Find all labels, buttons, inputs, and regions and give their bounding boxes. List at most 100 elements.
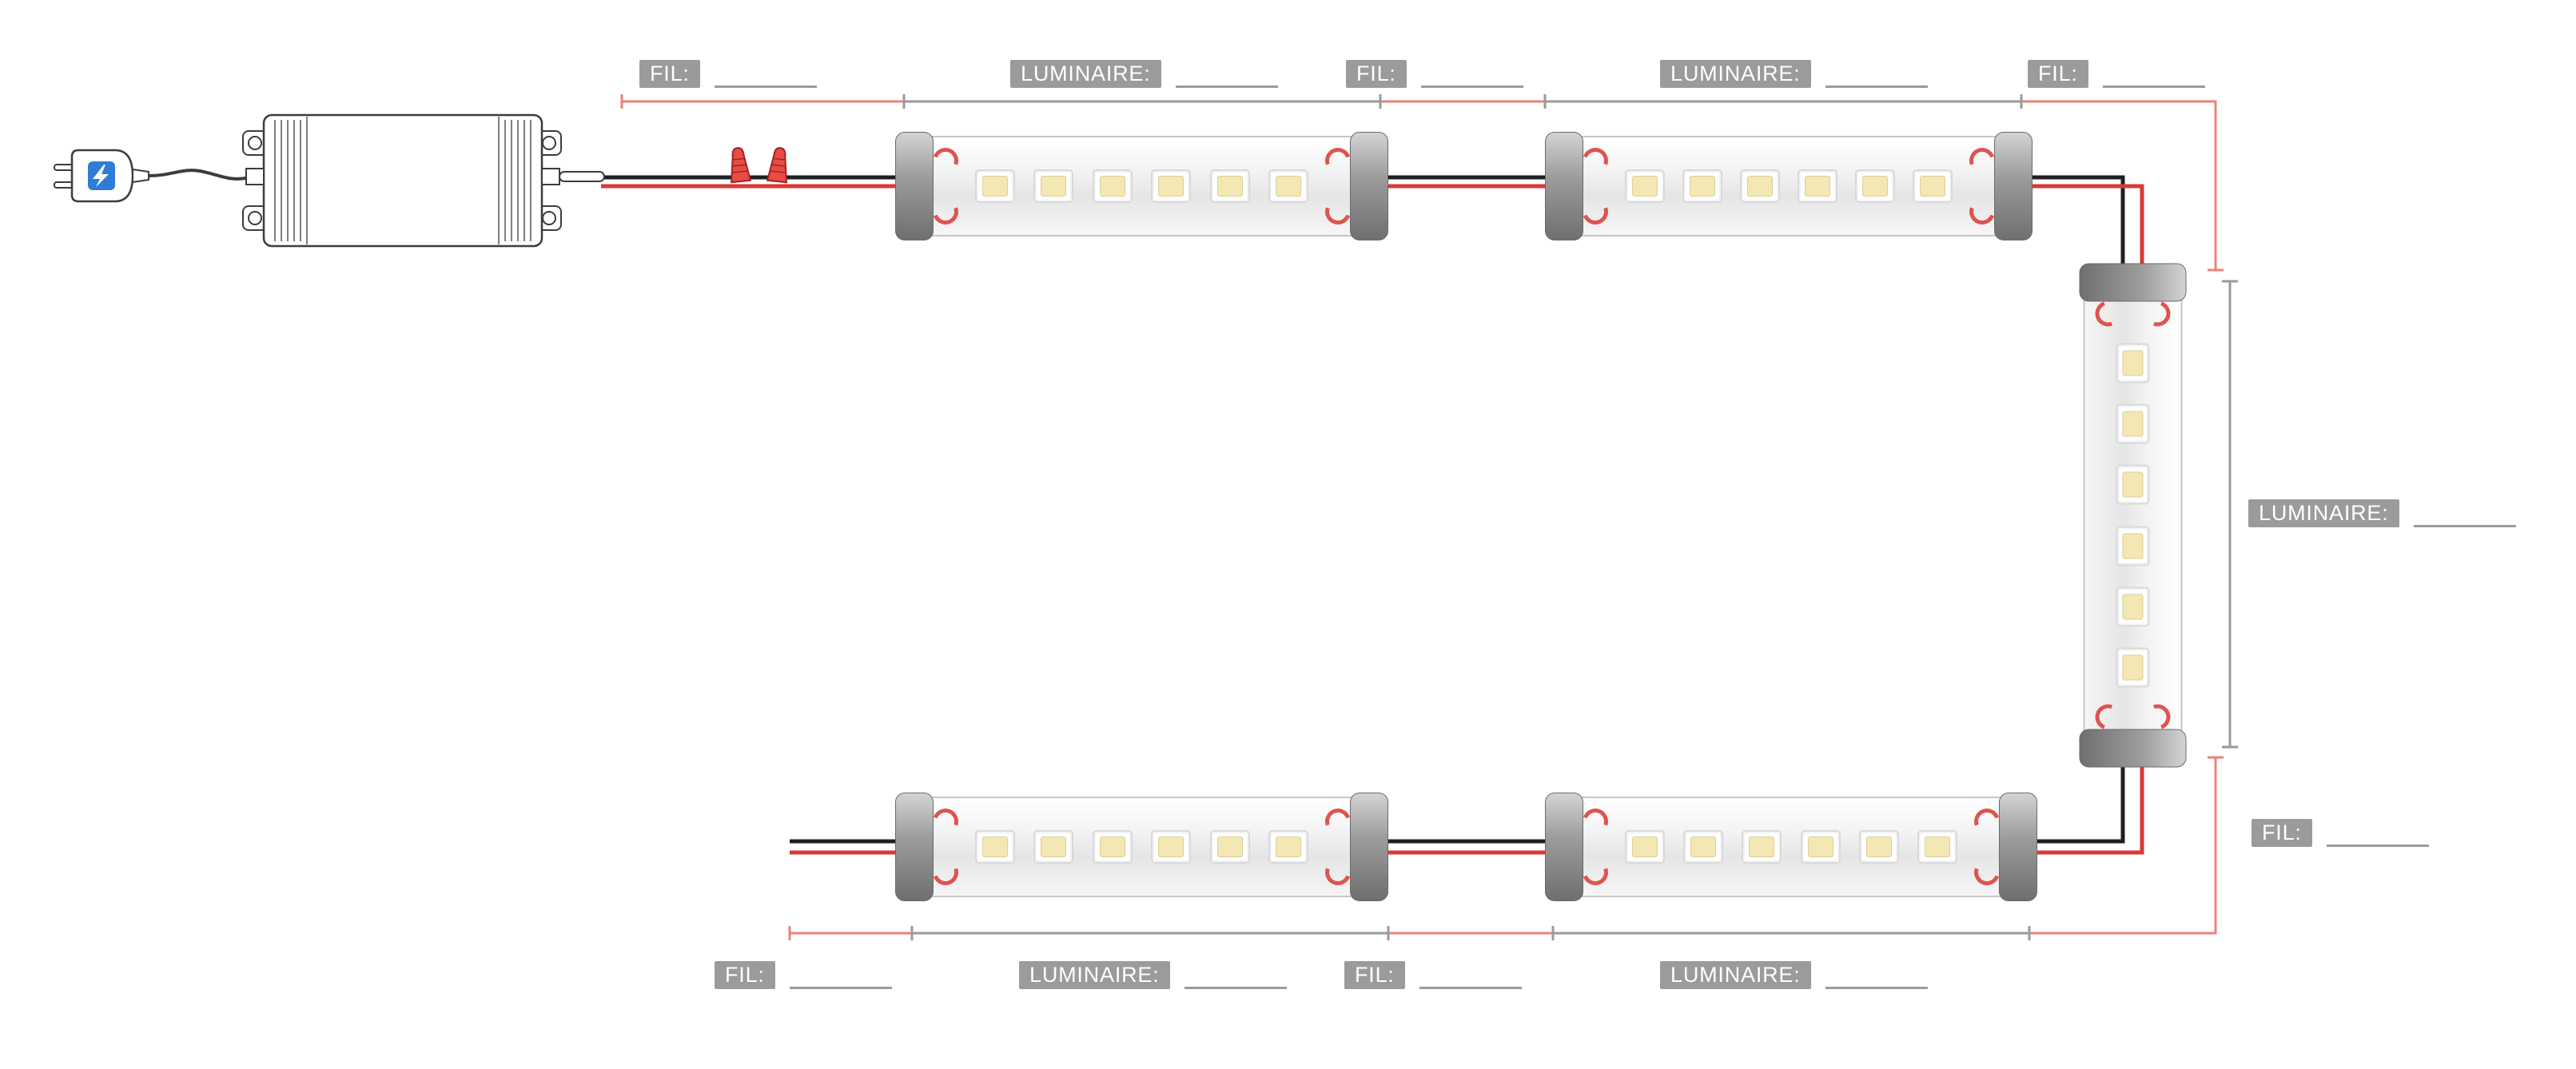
label-luminaire-top-2: LUMINAIRE:: [1660, 58, 1928, 88]
label-fil-right: FIL:: [2252, 817, 2429, 847]
tube: [922, 797, 1361, 897]
wire-hook-icon: [928, 804, 963, 839]
led-strip: [1625, 798, 1957, 896]
end-cap: [1545, 793, 1583, 901]
end-cap: [2079, 263, 2186, 301]
dimension-lines-gray: [902, 94, 2238, 940]
driver-output-cable: [559, 171, 605, 182]
led-chip: [1625, 169, 1665, 203]
led-chip: [1625, 830, 1665, 864]
end-cap: [1999, 793, 2037, 901]
end-cap: [1350, 132, 1388, 240]
label-fil-top-3: FIL:: [2028, 58, 2205, 88]
luminaire-blank-line: [1825, 963, 1928, 989]
led-chip: [1740, 169, 1780, 203]
fil-blank-line: [2326, 821, 2429, 847]
luminaire-blank-line: [2413, 501, 2516, 527]
dimension-lines-red: [620, 94, 2224, 940]
luminaire-badge: LUMINAIRE:: [2248, 499, 2399, 527]
wire-hook-icon: [928, 855, 963, 890]
led-chip: [1092, 830, 1133, 864]
luminaire-body: [2079, 263, 2186, 767]
wire-connector-icon: [731, 147, 752, 184]
label-fil-bottom-2: FIL:: [1344, 959, 1522, 989]
led-chip: [1151, 169, 1192, 203]
led-chip: [975, 830, 1015, 864]
led-chip: [1855, 169, 1895, 203]
end-cap: [1994, 132, 2033, 240]
wire-hook-icon: [1578, 855, 1613, 890]
luminaire-badge: LUMINAIRE:: [1010, 60, 1161, 88]
led-chip: [1209, 830, 1250, 864]
fil-blank-line: [789, 963, 892, 989]
label-luminaire-bottom-2: LUMINAIRE:: [1660, 959, 1928, 989]
led-chip: [1151, 830, 1192, 864]
led-chip: [1268, 169, 1308, 203]
led-chip: [1268, 830, 1308, 864]
led-chip: [2116, 586, 2149, 626]
fil-blank-line: [1419, 963, 1522, 989]
led-chip: [1682, 169, 1722, 203]
wire-black: [601, 175, 2125, 844]
tube: [922, 136, 1361, 236]
luminaire-blank-line: [1184, 963, 1287, 989]
led-chip: [975, 169, 1015, 203]
led-strip: [1625, 137, 1953, 235]
wire-hook-icon: [1578, 804, 1613, 839]
power-supply-assembly: [54, 113, 605, 248]
fil-blank-line: [2102, 62, 2205, 88]
led-driver: [242, 113, 605, 248]
led-luminaire-5: [895, 793, 1388, 901]
led-chip: [1092, 169, 1133, 203]
led-luminaire-2: [1545, 132, 2033, 240]
fil-badge: FIL:: [1344, 961, 1405, 989]
led-luminaire-4: [1545, 793, 2037, 901]
label-luminaire-top-1: LUMINAIRE:: [1010, 58, 1278, 88]
luminaire-blank-line: [1825, 62, 1928, 88]
led-luminaire-1: [895, 132, 1388, 240]
luminaire-badge: LUMINAIRE:: [1660, 961, 1811, 989]
led-chip: [2116, 343, 2149, 383]
tube: [1572, 136, 2005, 236]
led-chip: [1798, 169, 1837, 203]
end-cap: [2079, 729, 2186, 767]
wire-hook-icon: [1578, 194, 1613, 229]
label-fil-bottom-1: FIL:: [715, 959, 892, 989]
wire-hook-icon: [928, 143, 963, 178]
led-chip: [1913, 169, 1953, 203]
led-chip: [1800, 830, 1841, 864]
tube: [1572, 797, 2010, 897]
wire-hook-icon: [928, 194, 963, 229]
tube: [2083, 290, 2182, 740]
led-chip: [1742, 830, 1782, 864]
power-plug-icon: [54, 149, 149, 203]
fil-badge: FIL:: [2252, 819, 2312, 847]
label-luminaire-right: LUMINAIRE:: [2248, 497, 2516, 527]
luminaire-badge: LUMINAIRE:: [1019, 961, 1170, 989]
label-fil-top-1: FIL:: [639, 58, 817, 88]
label-fil-top-2: FIL:: [1346, 58, 1523, 88]
fil-badge: FIL:: [2028, 60, 2088, 88]
led-strip: [975, 137, 1308, 235]
luminaire-body: [895, 132, 1388, 240]
led-chip: [2116, 464, 2149, 505]
fil-badge: FIL:: [639, 60, 700, 88]
end-cap: [1350, 793, 1388, 901]
luminaire-badge: LUMINAIRE:: [1660, 60, 1811, 88]
luminaire-body: [895, 793, 1388, 901]
led-chip: [1917, 830, 1957, 864]
led-chip: [1209, 169, 1250, 203]
wire-red: [601, 184, 2144, 855]
power-cord: [148, 169, 250, 181]
fil-blank-line: [714, 62, 817, 88]
wire-hook-icon: [1578, 143, 1613, 178]
led-chip: [1033, 169, 1074, 203]
led-luminaire-3: [2079, 263, 2186, 767]
wire-connector-icon: [766, 147, 787, 184]
led-chip: [1683, 830, 1724, 864]
end-cap: [895, 132, 934, 240]
led-chip: [1858, 830, 1899, 864]
led-chip: [1033, 830, 1074, 864]
led-strip: [2084, 343, 2180, 687]
